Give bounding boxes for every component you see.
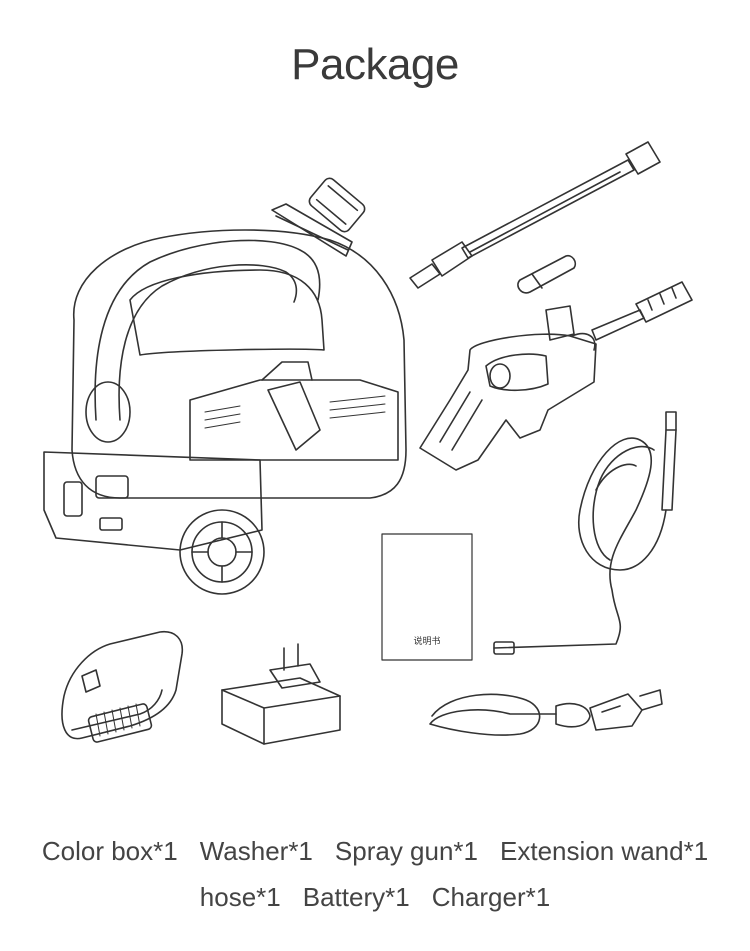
nozzle-drawing (517, 254, 577, 294)
item-charger: Charger*1 (431, 882, 551, 912)
extension-wand-drawing (409, 141, 661, 289)
contents-row-2: hose*1 Battery*1 Charger*1 (0, 874, 750, 920)
item-spray-gun: Spray gun*1 (334, 836, 479, 866)
charger-drawing (221, 643, 341, 745)
spray-gun-drawing (419, 281, 693, 471)
package-illustration: 说明书 (0, 130, 750, 790)
page-title: Package (291, 40, 459, 89)
battery-drawing (61, 630, 184, 743)
hose-drawing (493, 411, 677, 655)
car-charger-drawing (429, 689, 663, 736)
item-color-box: Color box*1 (41, 836, 178, 866)
item-extension-wand: Extension wand*1 (500, 836, 709, 866)
manual-drawing: 说明书 (381, 533, 473, 661)
contents-row-1: Color box*1 Washer*1 Spray gun*1 Extension … (0, 828, 750, 874)
item-washer: Washer*1 (199, 836, 313, 866)
item-hose: hose*1 (199, 882, 281, 912)
package-contents: Color box*1 Washer*1 Spray gun*1 Extension … (0, 828, 750, 920)
item-battery: Battery*1 (302, 882, 410, 912)
manual-label: 说明书 (413, 635, 440, 647)
washer-drawing (43, 177, 407, 595)
